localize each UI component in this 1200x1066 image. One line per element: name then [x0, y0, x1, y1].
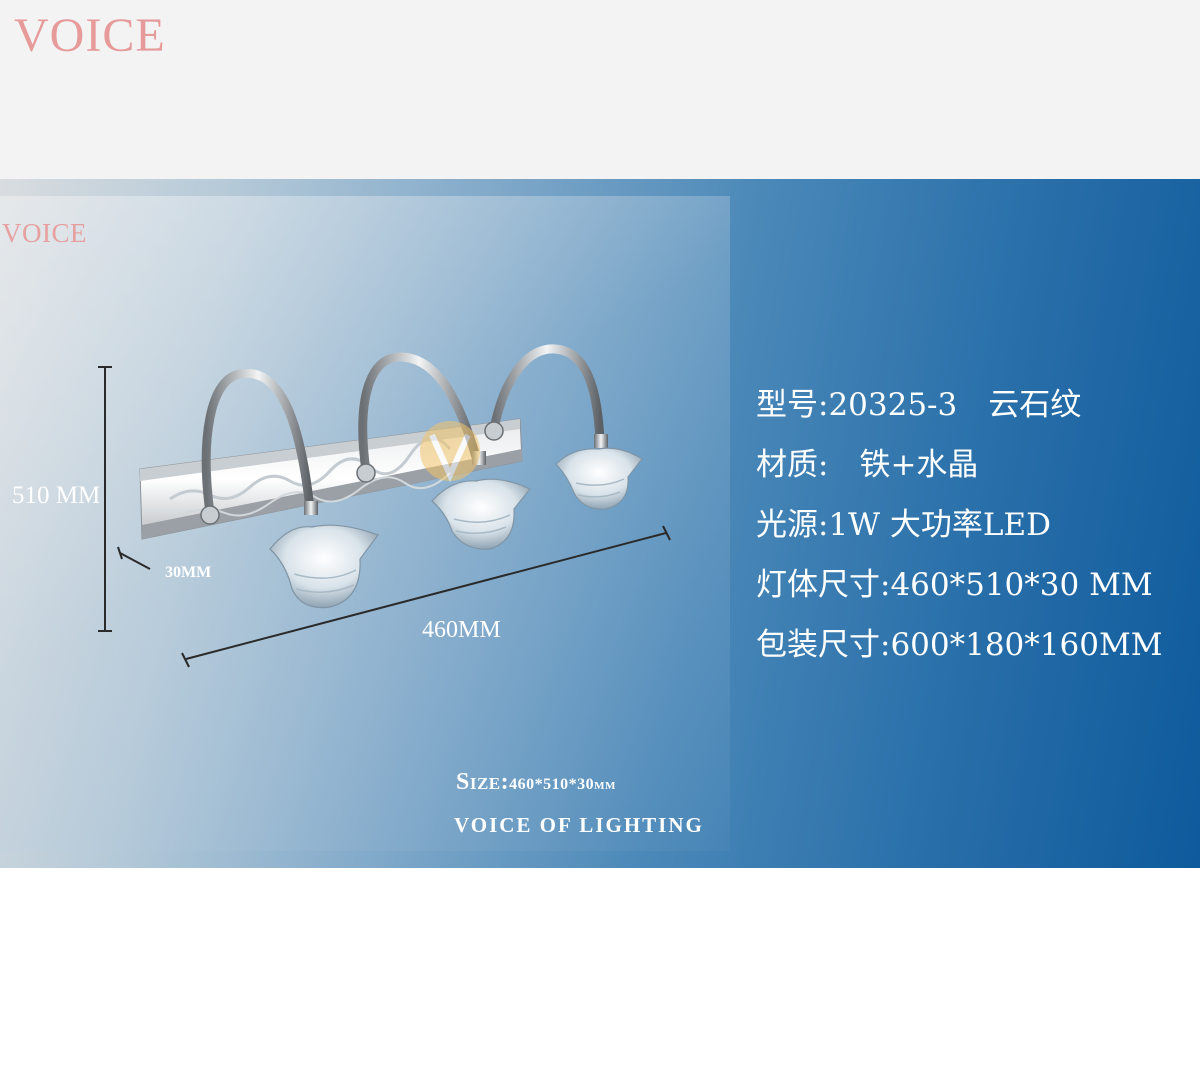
brand-watermark-icon [420, 421, 480, 483]
crystal-shade-1 [269, 501, 379, 609]
product-banner: VOICE [0, 179, 1200, 868]
tagline: VOICE OF LIGHTING [454, 813, 704, 837]
crystal-shade-3 [555, 434, 643, 510]
width-dimension-label: 460MM [422, 617, 501, 643]
size-caption: Size:460*510*30mm [456, 769, 616, 796]
size-prefix: Size: [456, 769, 510, 795]
gooseneck-arms [201, 344, 605, 518]
spec-body-size: 灯体尺寸:460*510*30 MM [756, 567, 1153, 603]
wall-lamp-illustration [98, 344, 671, 668]
height-dimension-label: 510 MM [12, 482, 101, 509]
brand-logo-small: VOICE [2, 218, 87, 248]
brand-logo-top: VOICE [14, 9, 166, 62]
spec-light-source: 光源:1W 大功率LED [756, 507, 1051, 543]
arm-mounts [200, 421, 504, 525]
spec-list: 型号:20325-3 云石纹 材质: 铁+水晶 光源:1W 大功率LED 灯体尺… [756, 375, 1162, 675]
top-band: VOICE [0, 0, 1200, 179]
spec-package-size: 包装尺寸:600*180*160MM [756, 627, 1163, 663]
product-photo-panel: VOICE [0, 196, 730, 851]
width-dimension-line [181, 525, 671, 668]
spec-material: 材质: 铁+水晶 [756, 447, 979, 483]
height-dimension-line [98, 366, 112, 632]
size-value: 460*510*30mm [509, 776, 616, 793]
spec-model: 型号:20325-3 云石纹 [756, 387, 1082, 423]
depth-dimension-line [117, 546, 151, 570]
depth-dimension-label: 30MM [165, 564, 212, 581]
